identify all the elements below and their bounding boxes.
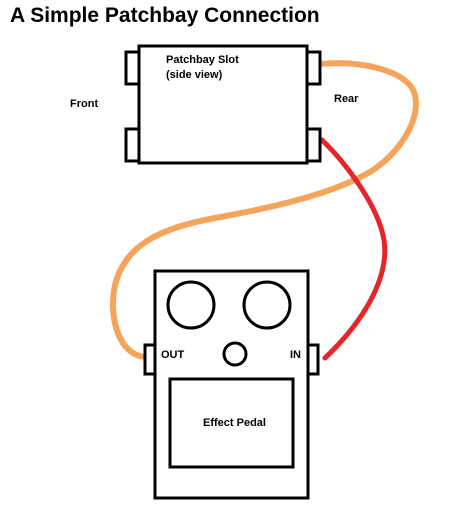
patchbay-label-line2: (side view) xyxy=(166,69,223,81)
patchbay-slot-body xyxy=(137,44,309,165)
in-label: IN xyxy=(290,349,301,361)
pedal-knob-left xyxy=(166,280,216,330)
pedal-knob-small xyxy=(222,341,248,367)
red-cable xyxy=(319,137,388,361)
pedal-knob-right xyxy=(242,280,292,330)
diagram-title: A Simple Patchbay Connection xyxy=(10,4,320,27)
patchbay-label-line1: Patchbay Slot xyxy=(166,54,239,66)
rear-label: Rear xyxy=(334,93,359,105)
rear-jack-top xyxy=(305,50,322,86)
pedal-out-jack xyxy=(143,343,157,376)
rear-jack-bottom xyxy=(305,127,322,163)
front-jack-bottom xyxy=(124,127,141,163)
pedal-footswitch-panel xyxy=(168,377,295,469)
out-label: OUT xyxy=(161,349,185,361)
orange-cable xyxy=(110,60,419,360)
effect-pedal-label: Effect Pedal xyxy=(203,417,266,429)
front-jack-top xyxy=(124,50,141,86)
pedal-in-jack xyxy=(306,343,320,376)
front-label: Front xyxy=(70,98,99,110)
